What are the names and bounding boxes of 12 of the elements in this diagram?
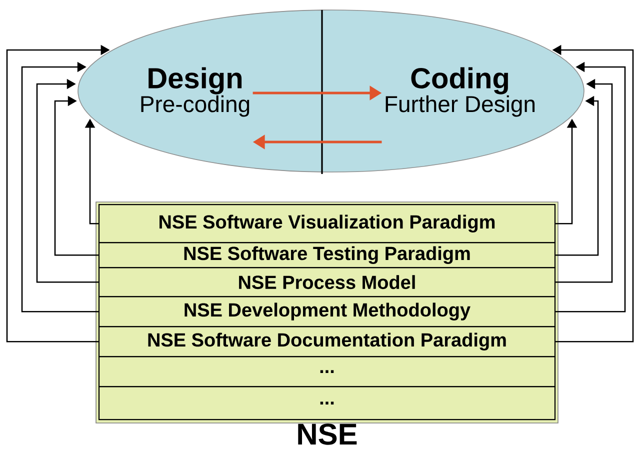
arrow <box>21 62 98 312</box>
table-row: ... <box>98 386 556 420</box>
table-row: NSE Software Testing Paradigm <box>98 242 556 268</box>
table-row: ... <box>98 356 556 388</box>
table-caption: NSE <box>298 424 357 445</box>
arrow <box>54 96 98 256</box>
table-row: NSE Development Methodology <box>98 296 556 328</box>
table-row: NSE Software Documentation Paradigm <box>98 326 556 358</box>
arrow <box>36 78 98 283</box>
table-row: NSE Software Visualization Paradigm <box>98 204 556 244</box>
table-row: NSE Process Model <box>98 267 556 298</box>
table <box>96 202 558 445</box>
